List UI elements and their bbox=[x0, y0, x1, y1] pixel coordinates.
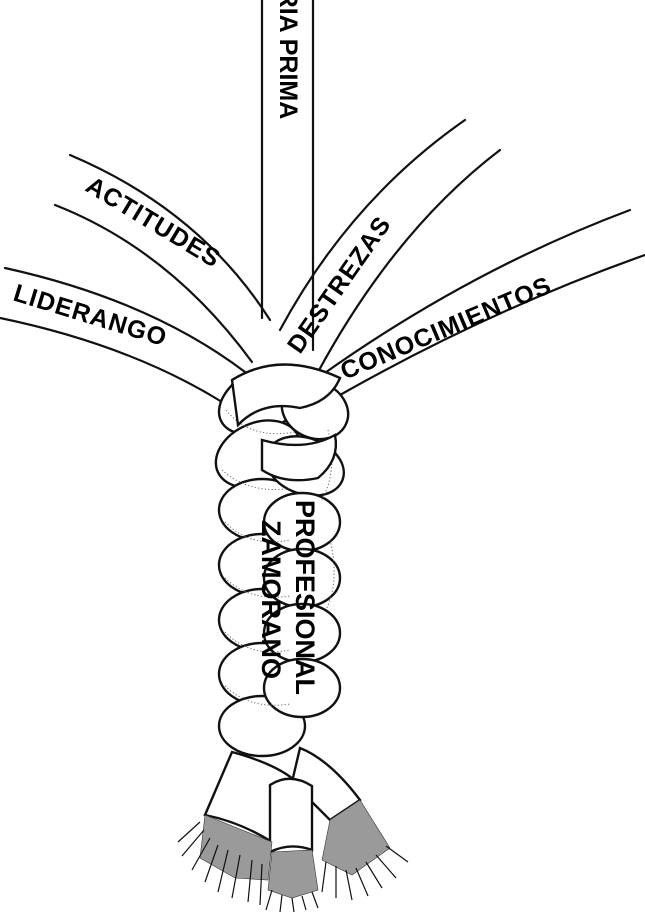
label-materia-prima: MATERIA PRIMA bbox=[274, 0, 302, 119]
label-profesional: PROFESIONAL bbox=[290, 500, 320, 695]
label-zamorano: ZAMORANO bbox=[256, 520, 286, 679]
label-actitudes: ACTITUDES bbox=[81, 171, 226, 273]
